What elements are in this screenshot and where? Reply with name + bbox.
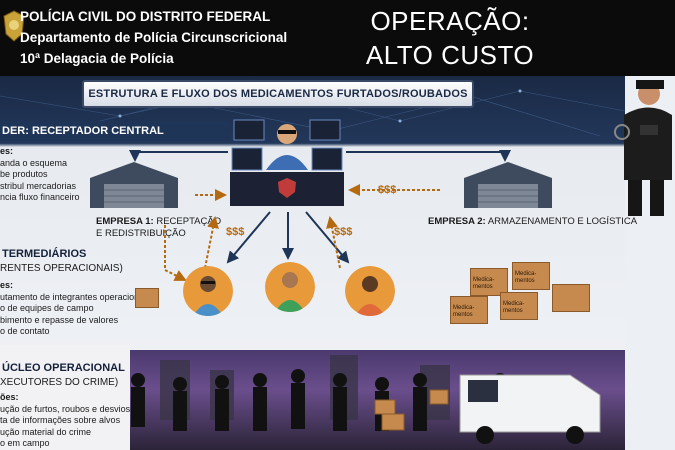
- list-item: o de equipes de campo: [0, 303, 94, 313]
- nucleo-title: ÚCLEO OPERACIONAL: [2, 362, 125, 374]
- empresa-1-label: EMPRESA 1: RECEPTAÇÃO E REDISTRIBUIÇÃO: [96, 216, 221, 240]
- org-lines: POLÍCIA CIVIL DO DISTRITO FEDERAL Depart…: [20, 6, 287, 69]
- central-receptor-desk-illustration: [230, 119, 344, 206]
- empresa-2-label: EMPRESA 2: ARMAZENAMENTO E LOGÍSTICA: [428, 216, 637, 228]
- intermediary-2-avatar: [265, 262, 315, 312]
- operational-figures-illustration: [131, 355, 601, 444]
- nucleo-list: ões: ução de furtos, roubos e desvios ta…: [0, 392, 130, 450]
- org-line-3: 10ª Delagacia de Polícia: [20, 51, 174, 66]
- list-item: ta de informações sobre alvos: [0, 415, 121, 425]
- medication-box: Medica-mentos: [512, 262, 550, 290]
- list-item: stribul mercadorias: [0, 180, 77, 191]
- leader-list: es: anda o esquema be produtos stribul m…: [0, 146, 80, 204]
- operation-title: OPERAÇÃO: ALTO CUSTO: [350, 4, 550, 72]
- list-heading: ões:: [0, 392, 19, 402]
- empresa-1-bold: EMPRESA 1:: [96, 216, 154, 227]
- warehouse-2-illustration: [464, 162, 552, 208]
- header: POLÍCIA CIVIL DO DISTRITO FEDERAL Depart…: [0, 0, 675, 76]
- intermediary-3-avatar: [345, 266, 395, 316]
- intermediary-1-avatar: [183, 266, 233, 316]
- medication-box: [135, 288, 159, 308]
- warehouse-1-illustration: [90, 162, 178, 208]
- list-item: anda o esquema: [0, 157, 68, 168]
- intermediarios-title: TERMEDIÁRIOS: [2, 248, 87, 260]
- list-item: o em campo: [0, 438, 50, 448]
- empresa-1-text: RECEPTAÇÃO: [153, 216, 222, 227]
- medication-box: Medica-mentos: [470, 268, 508, 296]
- box-label: Medica-mentos: [453, 305, 475, 318]
- police-badge-icon: [3, 10, 25, 42]
- intermediarios-list: es: utamento de integrantes operacionais…: [0, 280, 151, 338]
- money-label: $$$: [226, 226, 245, 238]
- box-label: Medica-mentos: [503, 301, 525, 314]
- operation-title-line-1: OPERAÇÃO:: [370, 6, 530, 36]
- leader-section-title: DER: RECEPTADOR CENTRAL: [0, 121, 230, 141]
- list-item: ncia fluxo financeiro: [0, 192, 80, 202]
- medication-box: Medica-mentos: [500, 292, 538, 320]
- list-item: ução de furtos, roubos e desvios: [0, 403, 131, 414]
- list-item: ução material do crime: [0, 426, 92, 437]
- box-label: Medica-mentos: [473, 277, 495, 290]
- list-item: utamento de integrantes operacionais: [0, 291, 151, 302]
- org-line-1: POLÍCIA CIVIL DO DISTRITO FEDERAL: [20, 9, 271, 24]
- empresa-2-text: ARMAZENAMENTO E LOGÍSTICA: [485, 216, 638, 227]
- list-heading: es:: [0, 280, 14, 290]
- police-officer-illustration: [614, 80, 672, 216]
- money-label: $$$: [334, 226, 353, 238]
- nucleo-subtitle: XECUTORES DO CRIME): [0, 377, 119, 388]
- intermediarios-subtitle: RENTES OPERACIONAIS): [0, 263, 123, 274]
- list-item: o de contato: [0, 326, 50, 336]
- medication-box: [552, 284, 590, 312]
- list-item: bimento e repasse de valores: [0, 314, 119, 325]
- medication-box: Medica-mentos: [450, 296, 488, 324]
- operation-title-line-2: ALTO CUSTO: [365, 40, 535, 70]
- list-item: be produtos: [0, 169, 48, 179]
- leader-list-heading: es:: [0, 146, 14, 156]
- box-label: Medica-mentos: [515, 271, 537, 284]
- structure-banner: ESTRUTURA E FLUXO DOS MEDICAMENTOS FURTA…: [82, 80, 474, 108]
- nucleo-panel: [0, 345, 130, 450]
- empresa-1-line2: E REDISTRIBUIÇÃO: [96, 228, 186, 239]
- empresa-2-bold: EMPRESA 2:: [428, 216, 486, 227]
- org-line-2: Departamento de Polícia Circunscricional: [20, 30, 288, 45]
- money-label: $$$: [378, 184, 397, 196]
